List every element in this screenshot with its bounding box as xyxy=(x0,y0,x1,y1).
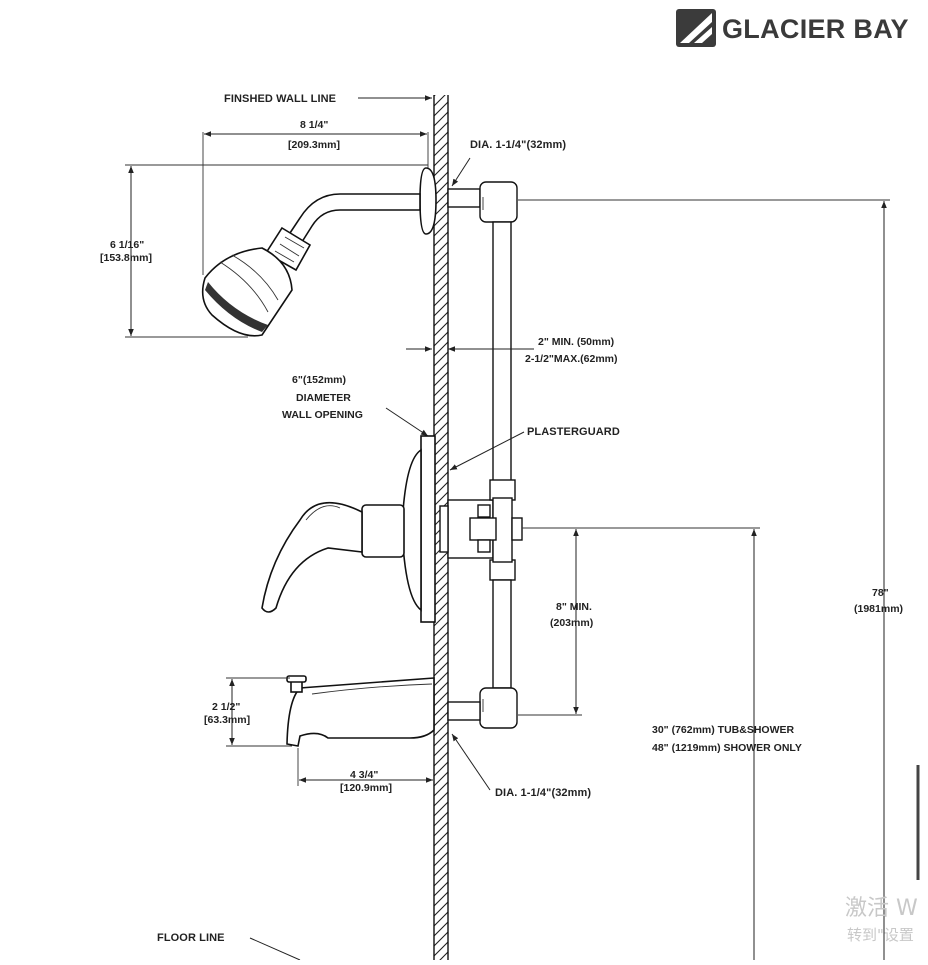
watermark-line-2: 转到"设置 xyxy=(847,926,914,944)
dia-top-leader xyxy=(451,157,471,187)
wall-opening-callout: 6"(152mm) DIAMETER WALL OPENING xyxy=(282,374,429,437)
head-drop-in: 6 1/16" xyxy=(110,239,144,251)
watermark-line-1: 激活 W xyxy=(845,896,918,921)
finished-wall-line-label: FINSHED WALL LINE xyxy=(224,93,336,105)
tub-shower-label: 30" (762mm) TUB&SHOWER xyxy=(652,724,795,736)
head-drop-dimension: 6 1/16" [153.8mm] xyxy=(100,164,428,338)
arm-length-dimension: 8 1/4" [209.3mm] xyxy=(202,119,429,275)
dia-bottom-leader xyxy=(451,733,491,791)
shower-only-label: 48" (1219mm) SHOWER ONLY xyxy=(652,742,802,754)
total-height-in: 78" xyxy=(872,587,889,599)
spout-height-in: 2 1/2" xyxy=(212,701,240,713)
valve-to-spout-dimension: 8" MIN. (203mm) xyxy=(518,527,760,716)
plasterguard-leader xyxy=(449,431,525,471)
valve-to-spout-in: 8" MIN. xyxy=(556,601,592,613)
spout-height-mm: [63.3mm] xyxy=(204,714,250,726)
arm-length-mm: [209.3mm] xyxy=(288,139,340,151)
total-height-mm: (1981mm) xyxy=(854,603,903,615)
spout-length-mm: [120.9mm] xyxy=(340,782,392,794)
spout-length-in: 4 3/4" xyxy=(350,769,378,781)
lower-supply-pipe xyxy=(447,579,518,729)
dia-top-label: DIA. 1-1/4"(32mm) xyxy=(470,139,566,151)
wall-opening-text: WALL OPENING xyxy=(282,409,363,421)
brand-name: GLACIER BAY xyxy=(722,14,909,44)
shower-head-assembly xyxy=(201,167,437,337)
dia-bottom-label: DIA. 1-1/4"(32mm) xyxy=(495,787,591,799)
valve-to-spout-mm: (203mm) xyxy=(550,617,593,629)
floor-line-leader xyxy=(249,937,301,961)
spout-height-dimension: 2 1/2" [63.3mm] xyxy=(204,677,292,747)
brand-mark-icon xyxy=(676,9,716,47)
valve-body xyxy=(439,479,523,581)
valve-trim-handle xyxy=(261,435,436,623)
arm-length-in: 8 1/4" xyxy=(300,119,328,131)
upper-supply-pipe xyxy=(447,181,518,483)
depth-min-label: 2" MIN. (50mm) xyxy=(538,336,614,348)
spout-length-dimension: 4 3/4" [120.9mm] xyxy=(297,748,433,794)
wall-opening-diameter: DIAMETER xyxy=(296,392,351,404)
tub-spout xyxy=(286,675,435,747)
wall-opening-size: 6"(152mm) xyxy=(292,374,346,386)
valve-depth-dimension: 2" MIN. (50mm) 2-1/2"MAX.(62mm) xyxy=(406,336,618,365)
depth-max-label: 2-1/2"MAX.(62mm) xyxy=(525,353,618,365)
plasterguard-label: PLASTERGUARD xyxy=(527,426,620,438)
head-drop-mm: [153.8mm] xyxy=(100,252,152,264)
floor-line-label: FLOOR LINE xyxy=(157,932,225,944)
total-height-dimension: 78" (1981mm) xyxy=(518,199,903,960)
brand-logo: GLACIER BAY xyxy=(676,9,909,47)
valve-to-floor-dimension: 30" (762mm) TUB&SHOWER 48" (1219mm) SHOW… xyxy=(652,529,802,960)
